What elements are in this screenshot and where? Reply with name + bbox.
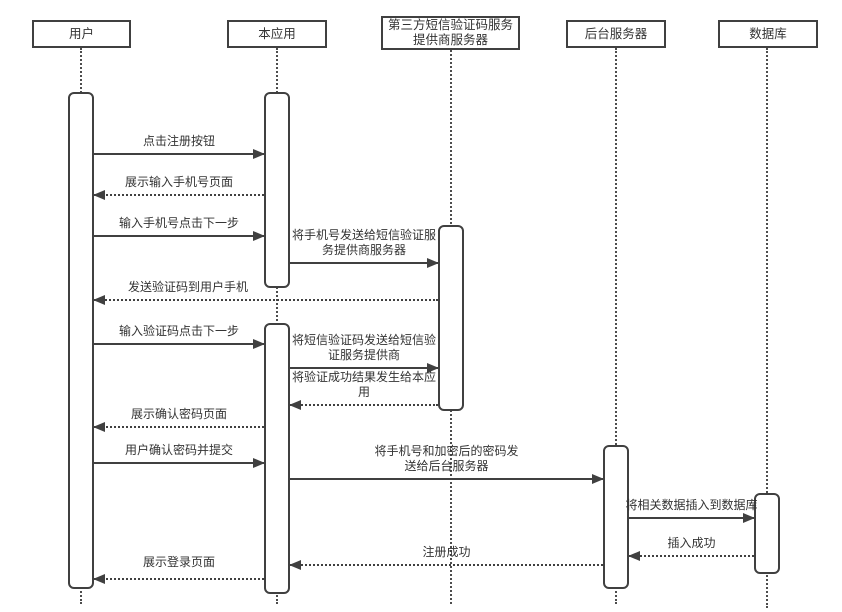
arrowhead-left-icon (93, 574, 105, 584)
message-label: 输入验证码点击下一步 (118, 324, 240, 338)
activation-bar-app-1 (264, 92, 290, 288)
arrowhead-left-icon (289, 560, 301, 570)
message-label: 插入成功 (667, 536, 716, 550)
arrowhead-left-icon (289, 400, 301, 410)
message-line (94, 462, 264, 464)
arrowhead-left-icon (93, 422, 105, 432)
message-label: 将手机号发送给短信验证服 务提供商服务器 (291, 228, 436, 257)
arrowhead-right-icon (427, 363, 439, 373)
message-line (290, 404, 438, 406)
message-line (94, 194, 264, 196)
arrowhead-right-icon (743, 513, 755, 523)
arrowhead-left-icon (628, 551, 640, 561)
message-label: 输入手机号点击下一步 (118, 216, 240, 230)
arrowhead-right-icon (253, 149, 265, 159)
message-label: 将短信验证码发送给短信验 证服务提供商 (291, 333, 436, 362)
message-line (290, 478, 603, 480)
message-line (94, 578, 264, 580)
activation-bar-user (68, 92, 94, 589)
participant-box-database: 数据库 (718, 20, 818, 48)
participant-box-user: 用户 (32, 20, 131, 48)
arrowhead-left-icon (93, 295, 105, 305)
lifeline-database (766, 48, 768, 608)
participant-name: 第三方短信验证码服务 提供商服务器 (387, 18, 513, 47)
participant-name: 用户 (68, 26, 94, 41)
participant-box-app: 本应用 (227, 20, 327, 48)
message-line (94, 426, 264, 428)
message-label: 点击注册按钮 (142, 134, 216, 148)
message-line (290, 262, 438, 264)
participant-box-backend-server: 后台服务器 (566, 20, 666, 48)
message-label: 展示登录页面 (142, 555, 216, 569)
activation-bar-sms-provider (438, 225, 464, 411)
activation-bar-backend-server (603, 445, 629, 589)
message-line (629, 517, 754, 519)
participant-name: 数据库 (749, 26, 787, 41)
message-line (94, 343, 264, 345)
message-label: 发送验证码到用户手机 (127, 280, 249, 294)
message-label: 注册成功 (422, 545, 471, 559)
participant-box-sms-provider: 第三方短信验证码服务 提供商服务器 (381, 16, 520, 50)
arrowhead-left-icon (93, 190, 105, 200)
message-line (290, 564, 603, 566)
arrowhead-right-icon (253, 339, 265, 349)
participant-name: 后台服务器 (584, 26, 648, 41)
message-label: 将相关数据插入到数据库 (625, 498, 758, 512)
message-label: 将手机号和加密后的密码发 送给后台服务器 (374, 444, 519, 473)
message-line (290, 367, 438, 369)
arrowhead-right-icon (592, 474, 604, 484)
arrowhead-right-icon (253, 458, 265, 468)
message-label: 将验证成功结果发生给本应 用 (291, 370, 436, 399)
arrowhead-right-icon (253, 231, 265, 241)
activation-bar-database (754, 493, 780, 574)
message-line (629, 555, 754, 557)
activation-bar-app-2 (264, 323, 290, 594)
message-label: 用户确认密码并提交 (124, 443, 234, 457)
message-label: 展示确认密码页面 (130, 407, 228, 421)
participant-name: 本应用 (258, 26, 296, 41)
message-line (94, 299, 438, 301)
message-label: 展示输入手机号页面 (124, 175, 234, 189)
message-line (94, 153, 264, 155)
arrowhead-right-icon (427, 258, 439, 268)
lifeline-backend-server (615, 48, 617, 604)
message-line (94, 235, 264, 237)
